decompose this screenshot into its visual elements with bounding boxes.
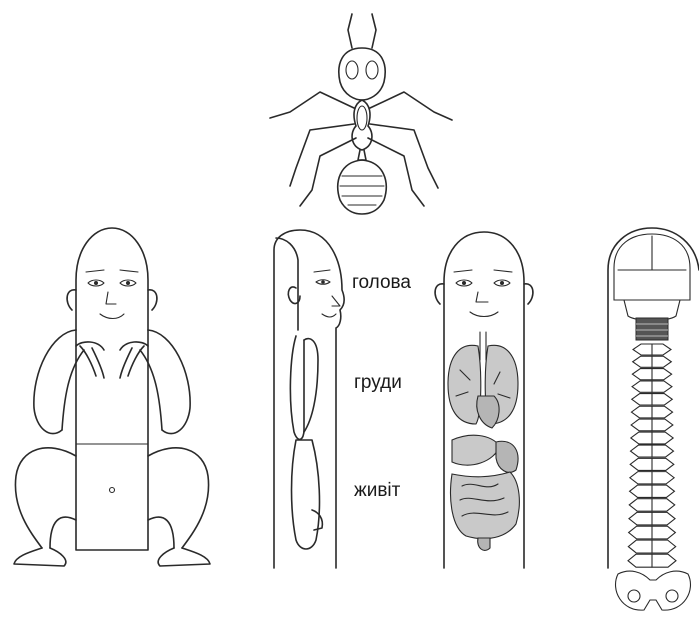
sitting-person-icon — [14, 228, 210, 566]
side-profile-icon — [274, 230, 344, 568]
skeleton-spine-icon — [608, 228, 699, 610]
label-head: голова — [352, 272, 411, 294]
internal-organs-icon — [435, 232, 533, 568]
label-chest: груди — [354, 372, 402, 394]
label-belly: живіт — [354, 480, 400, 502]
ant-icon — [270, 14, 452, 214]
